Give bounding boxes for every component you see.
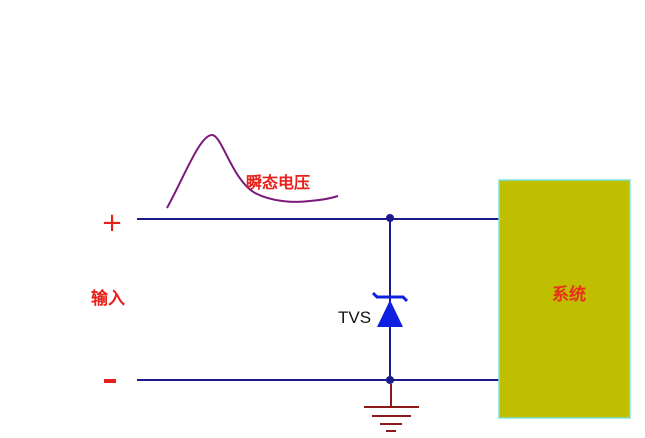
transient-pulse-curve <box>166 133 339 209</box>
system-label: 系统 <box>552 284 586 305</box>
system-block <box>498 179 631 419</box>
junction-bottom <box>386 376 394 384</box>
plus-terminal-label: + <box>101 208 123 238</box>
transient-voltage-label: 瞬态电压 <box>246 173 310 192</box>
ground-icon <box>364 384 419 432</box>
minus-terminal-mark <box>104 379 116 383</box>
input-label: 输入 <box>91 288 125 309</box>
tvs-diode-icon <box>377 300 403 327</box>
tvs-label: TVS <box>338 308 371 327</box>
junction-top <box>386 214 394 222</box>
tvs-cathode-bar <box>371 291 409 303</box>
